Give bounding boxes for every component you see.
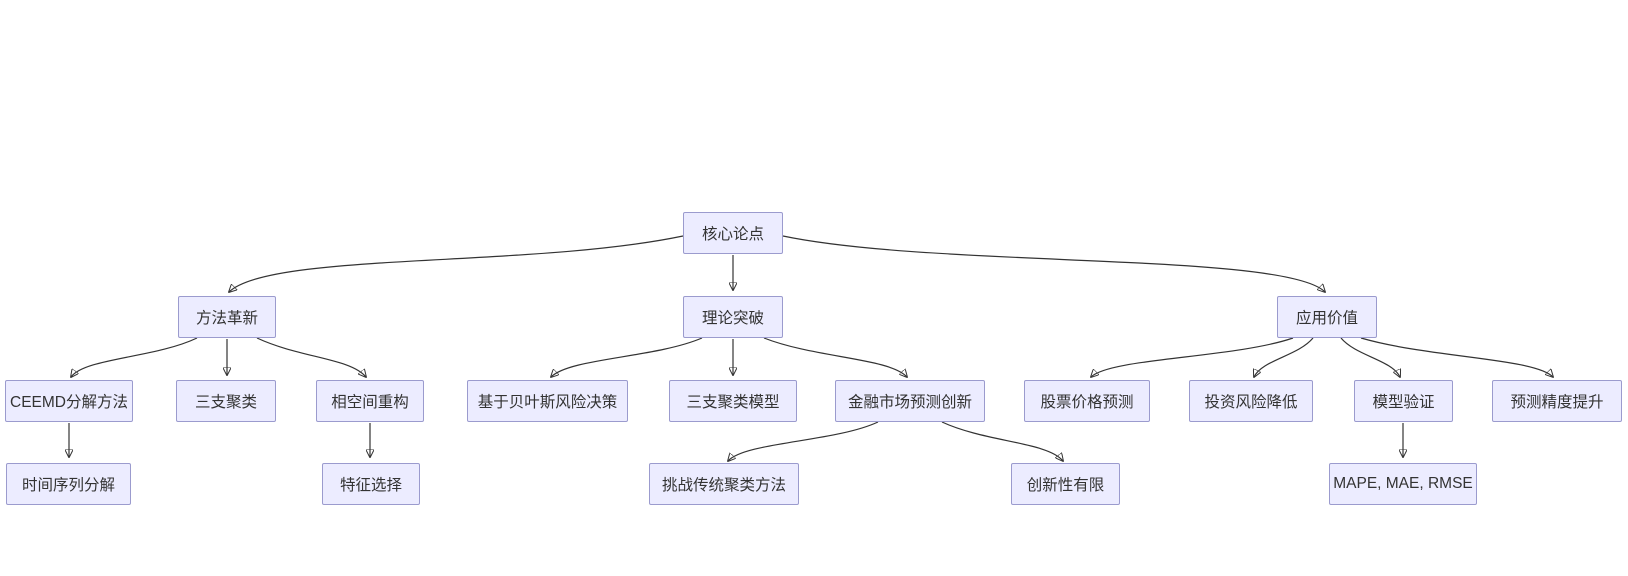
node-ceemd-decomposition: CEEMD分解方法 [5, 380, 133, 422]
edge-finance-limited [941, 421, 1063, 461]
node-limited-innovation: 创新性有限 [1011, 463, 1120, 505]
edge-value-risk [1254, 337, 1314, 377]
node-feature-selection: 特征选择 [322, 463, 420, 505]
edge-root-value [782, 235, 1325, 292]
node-stock-price-prediction: 股票价格预测 [1024, 380, 1150, 422]
edge-value-stock [1091, 337, 1294, 377]
edge-value-accuracy [1360, 337, 1553, 377]
edge-root-method [229, 235, 684, 292]
edge-method-phase [256, 337, 366, 377]
edge-value-model [1340, 337, 1400, 377]
edge-method-ceemd [71, 337, 198, 377]
node-method-innovation: 方法革新 [178, 296, 276, 338]
node-time-series-decomposition: 时间序列分解 [6, 463, 131, 505]
node-bayesian-risk-decision: 基于贝叶斯风险决策 [467, 380, 628, 422]
node-three-way-clustering: 三支聚类 [176, 380, 276, 422]
node-three-way-cluster-model: 三支聚类模型 [669, 380, 797, 422]
node-challenge-traditional-clustering: 挑战传统聚类方法 [649, 463, 799, 505]
node-model-validation: 模型验证 [1354, 380, 1453, 422]
node-core-thesis: 核心论点 [683, 212, 783, 254]
node-financial-market-forecast-innovation: 金融市场预测创新 [835, 380, 985, 422]
node-prediction-accuracy-improvement: 预测精度提升 [1492, 380, 1622, 422]
node-application-value: 应用价值 [1277, 296, 1377, 338]
node-investment-risk-reduction: 投资风险降低 [1189, 380, 1313, 422]
edge-theory-finance [763, 337, 907, 377]
edge-finance-challenge [728, 421, 879, 461]
node-mape-mae-rmse-metrics: MAPE, MAE, RMSE [1329, 463, 1477, 505]
node-phase-space-reconstruction: 相空间重构 [316, 380, 424, 422]
edge-theory-bayes [551, 337, 703, 377]
node-theory-breakthrough: 理论突破 [683, 296, 783, 338]
